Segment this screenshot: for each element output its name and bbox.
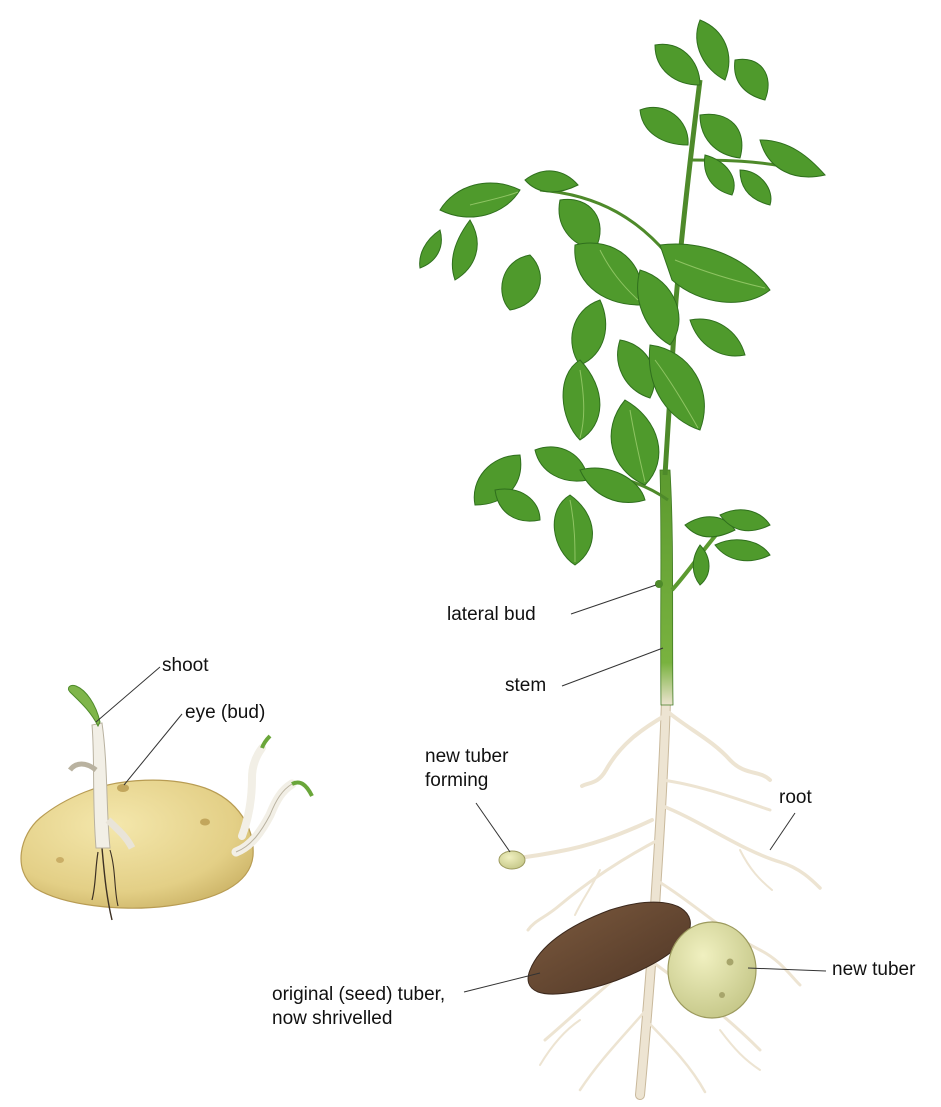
leaflet xyxy=(640,107,688,145)
root-branch xyxy=(662,780,770,810)
root-branch xyxy=(660,805,820,888)
root-system xyxy=(516,700,820,1095)
root-branch xyxy=(575,870,600,915)
leaflet xyxy=(618,340,655,398)
shoot-leader-line xyxy=(96,667,160,722)
label-original-tuber-line-2: now shrivelled xyxy=(272,1007,445,1031)
label-new-tuber-forming: new tuber forming xyxy=(425,745,508,793)
leaflet xyxy=(715,540,770,561)
stolon xyxy=(516,820,652,858)
root-branch xyxy=(580,1010,646,1090)
root-branch xyxy=(720,1030,760,1070)
root-branch xyxy=(668,712,770,780)
label-original-tuber-line-1: original (seed) tuber, xyxy=(272,983,445,1007)
eye-leader-line xyxy=(124,714,182,785)
right-sprout xyxy=(242,748,262,836)
new-tuber-eye xyxy=(719,992,725,998)
label-shoot: shoot xyxy=(162,654,208,678)
potato-eye xyxy=(200,819,210,826)
leaflet xyxy=(611,400,659,485)
leaflet xyxy=(760,140,825,177)
root-branch xyxy=(646,1020,705,1092)
sprouting-potato xyxy=(21,685,312,920)
leaflet xyxy=(495,489,540,521)
leaflet xyxy=(693,545,709,585)
leaflet xyxy=(700,114,742,158)
sprout-tip xyxy=(68,685,100,726)
new-tuber-shape xyxy=(668,922,756,1018)
sprout-tip xyxy=(292,783,312,797)
leaflet xyxy=(740,170,771,205)
label-stem: stem xyxy=(505,674,546,698)
sprouting-potato-body xyxy=(21,780,253,908)
leaflet xyxy=(697,20,729,80)
new-tuber-forming xyxy=(499,851,525,869)
stem-leader-line xyxy=(562,648,663,686)
label-original-tuber: original (seed) tuber, now shrivelled xyxy=(272,983,445,1031)
label-new-tuber-forming-line-1: new tuber xyxy=(425,745,508,769)
foliage xyxy=(420,20,825,585)
lateral-bud-shape xyxy=(655,580,663,588)
label-root: root xyxy=(779,786,812,810)
label-lateral-bud: lateral bud xyxy=(447,603,536,627)
new-tuber-forming-leader-line xyxy=(476,803,510,852)
leaflet xyxy=(452,220,477,280)
leaflet xyxy=(575,243,642,305)
leaflet xyxy=(525,171,578,192)
sprout-side-shoot xyxy=(70,764,96,770)
label-eye-bud: eye (bud) xyxy=(185,701,265,725)
new-tuber-eye xyxy=(727,959,734,966)
potato-plant xyxy=(420,20,825,1095)
potato-eye xyxy=(56,857,64,863)
leaflet xyxy=(559,199,600,250)
leaflet xyxy=(535,447,588,481)
sprout-tip xyxy=(262,736,270,748)
label-new-tuber-forming-line-2: forming xyxy=(425,769,508,793)
leaflet xyxy=(735,59,769,100)
leaflet xyxy=(649,345,704,430)
main-stem xyxy=(660,470,673,705)
leaflet xyxy=(690,319,745,356)
leaflet xyxy=(502,255,541,310)
label-new-tuber: new tuber xyxy=(832,958,915,982)
leaflet xyxy=(563,360,600,440)
leaflet xyxy=(554,495,592,565)
leaflet xyxy=(440,183,520,217)
leaflet xyxy=(655,44,700,85)
potato-eye xyxy=(117,784,129,792)
root-branch xyxy=(582,715,666,786)
original-seed-tuber xyxy=(528,902,690,994)
leaflet xyxy=(572,300,606,365)
lateral-bud-leader-line xyxy=(571,585,656,614)
leaflet xyxy=(420,230,442,268)
root-leader-line xyxy=(770,813,795,850)
